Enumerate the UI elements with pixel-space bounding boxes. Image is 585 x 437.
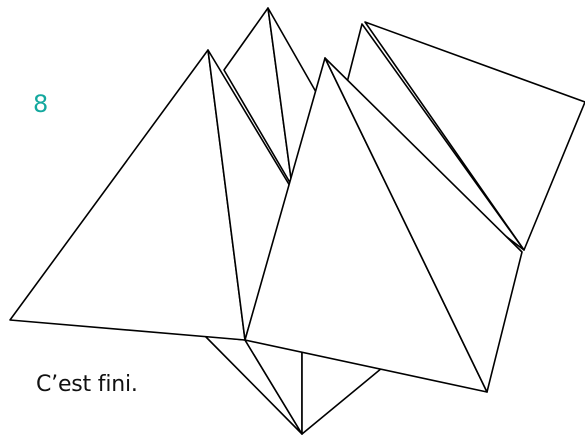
step-number: 8	[33, 90, 48, 118]
bottom-center-flap	[245, 340, 302, 434]
step-caption: C’est fini.	[36, 372, 138, 398]
